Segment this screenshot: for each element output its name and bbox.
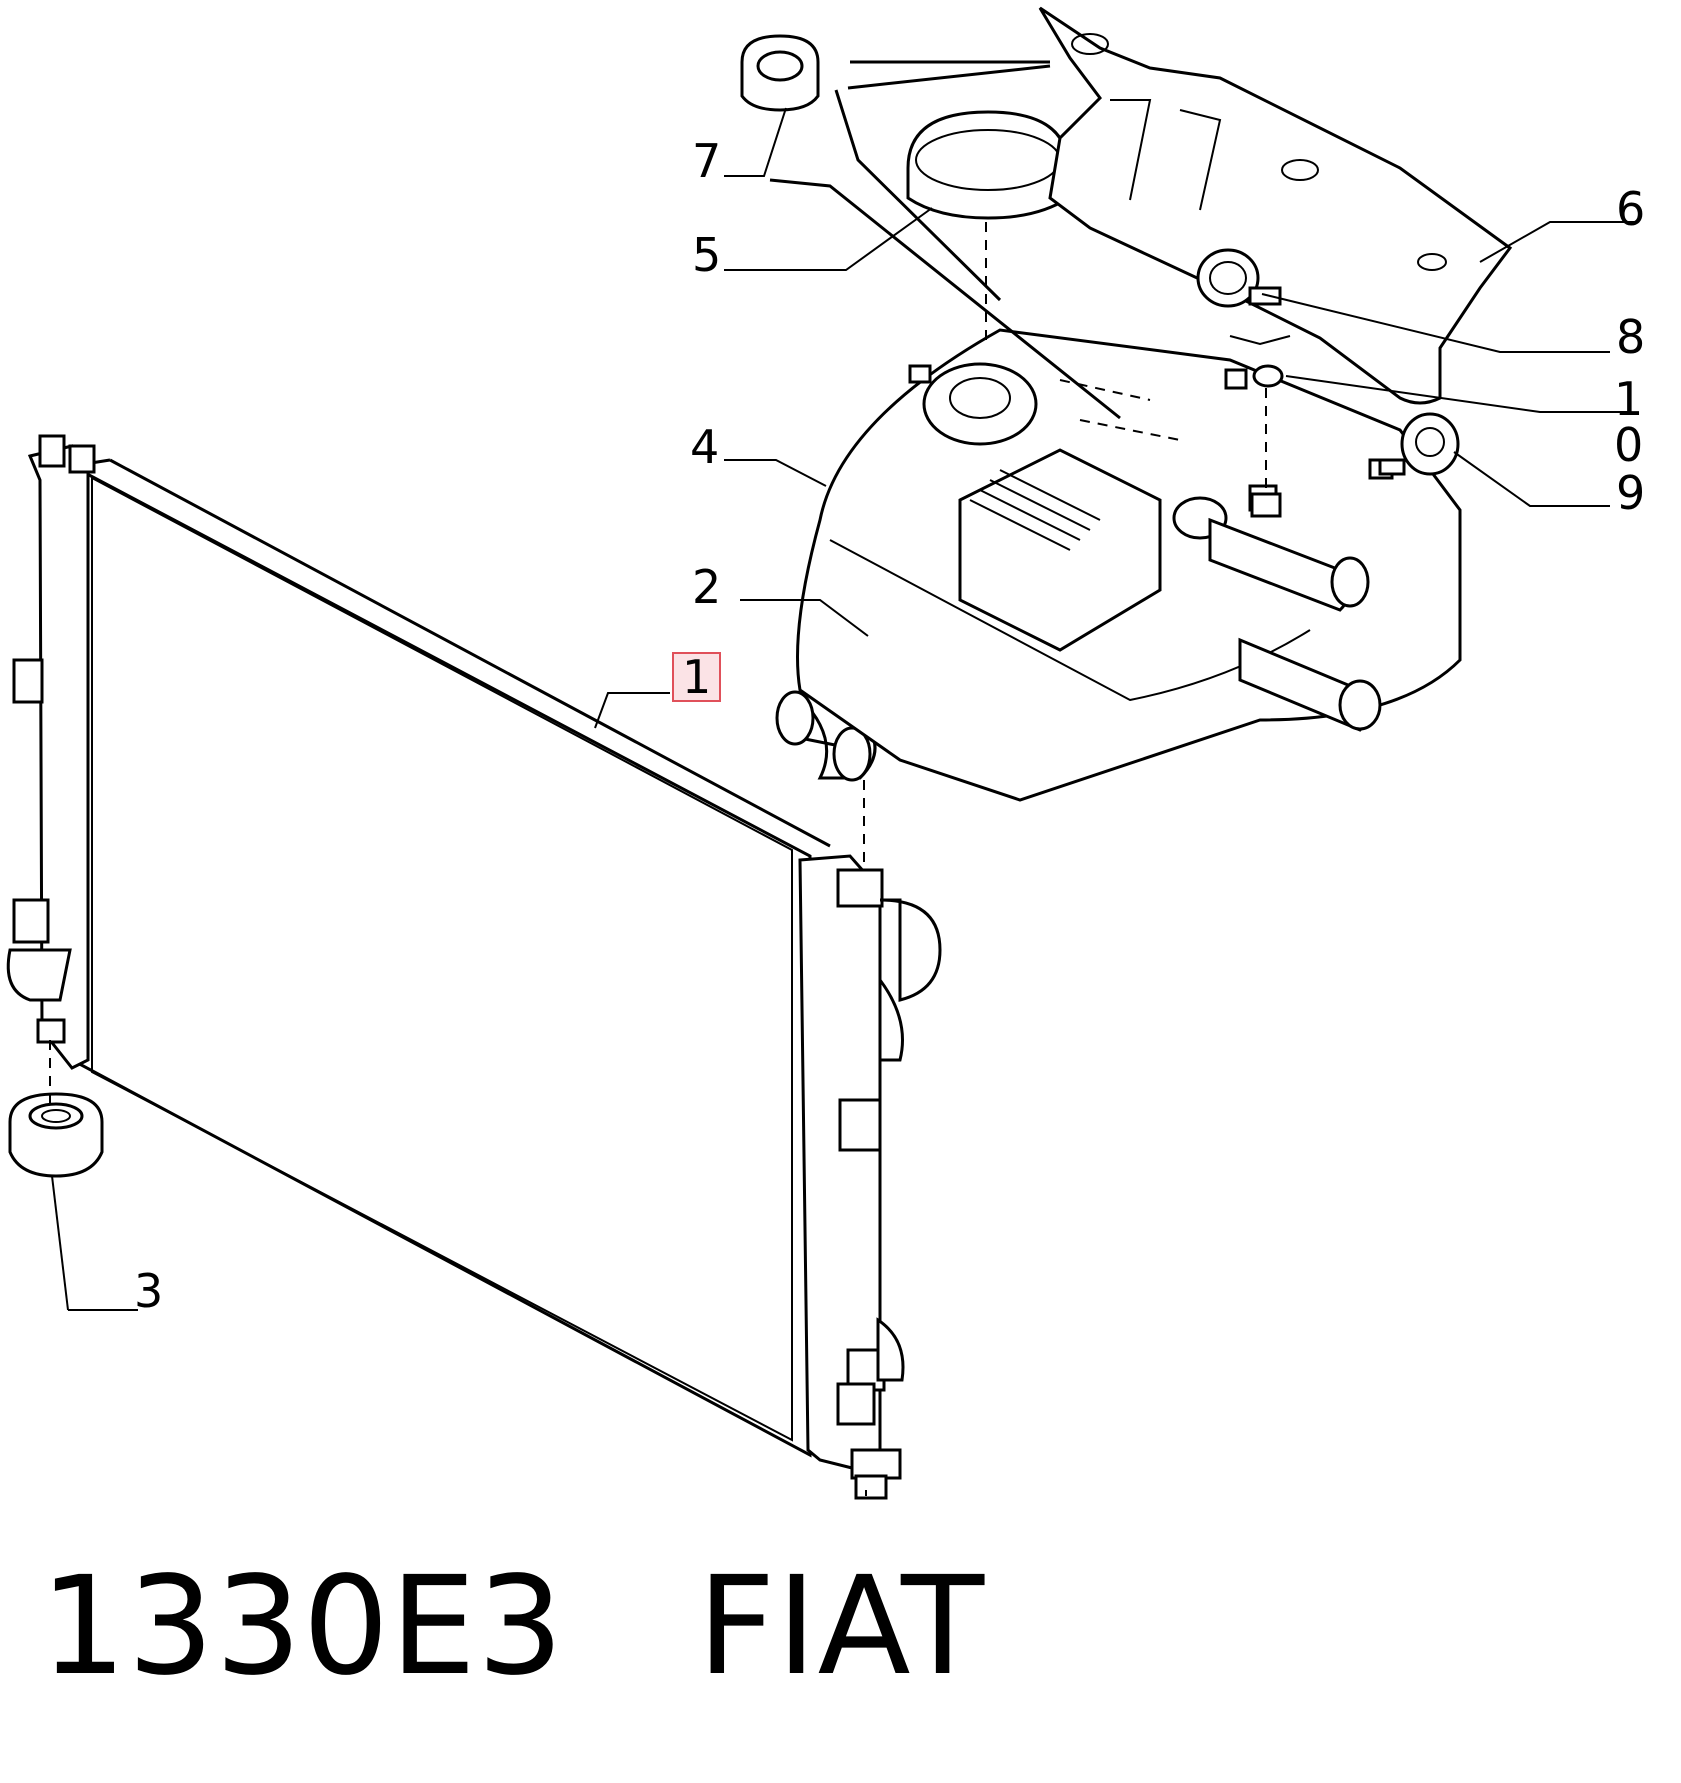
callout-10[interactable]: 1 0 — [1614, 372, 1644, 472]
callout-7[interactable]: 7 — [692, 134, 722, 188]
callout-9[interactable]: 9 — [1616, 466, 1646, 520]
screw-part[interactable] — [1196, 248, 1282, 308]
callout-5[interactable]: 5 — [692, 228, 722, 282]
callout-6[interactable]: 6 — [1616, 182, 1646, 236]
callout-4[interactable]: 4 — [690, 420, 720, 474]
grommet-part[interactable] — [740, 34, 820, 112]
callout-8[interactable]: 8 — [1616, 310, 1646, 364]
callout-2[interactable]: 2 — [692, 560, 722, 614]
bracket-part[interactable] — [1038, 6, 1513, 405]
washer-part[interactable] — [1378, 412, 1460, 476]
radiator-part[interactable] — [6, 434, 942, 1500]
callout-3[interactable]: 3 — [134, 1264, 164, 1318]
expansion-tank-part[interactable] — [796, 328, 1462, 802]
nut-part[interactable] — [1229, 335, 1291, 518]
rubber-mount-part[interactable] — [8, 1040, 104, 1178]
callout-1[interactable]: 1 — [672, 652, 722, 702]
diagram-caption: 1330E3 FIAT — [40, 1548, 986, 1706]
leader-lines — [51, 60, 1636, 1311]
